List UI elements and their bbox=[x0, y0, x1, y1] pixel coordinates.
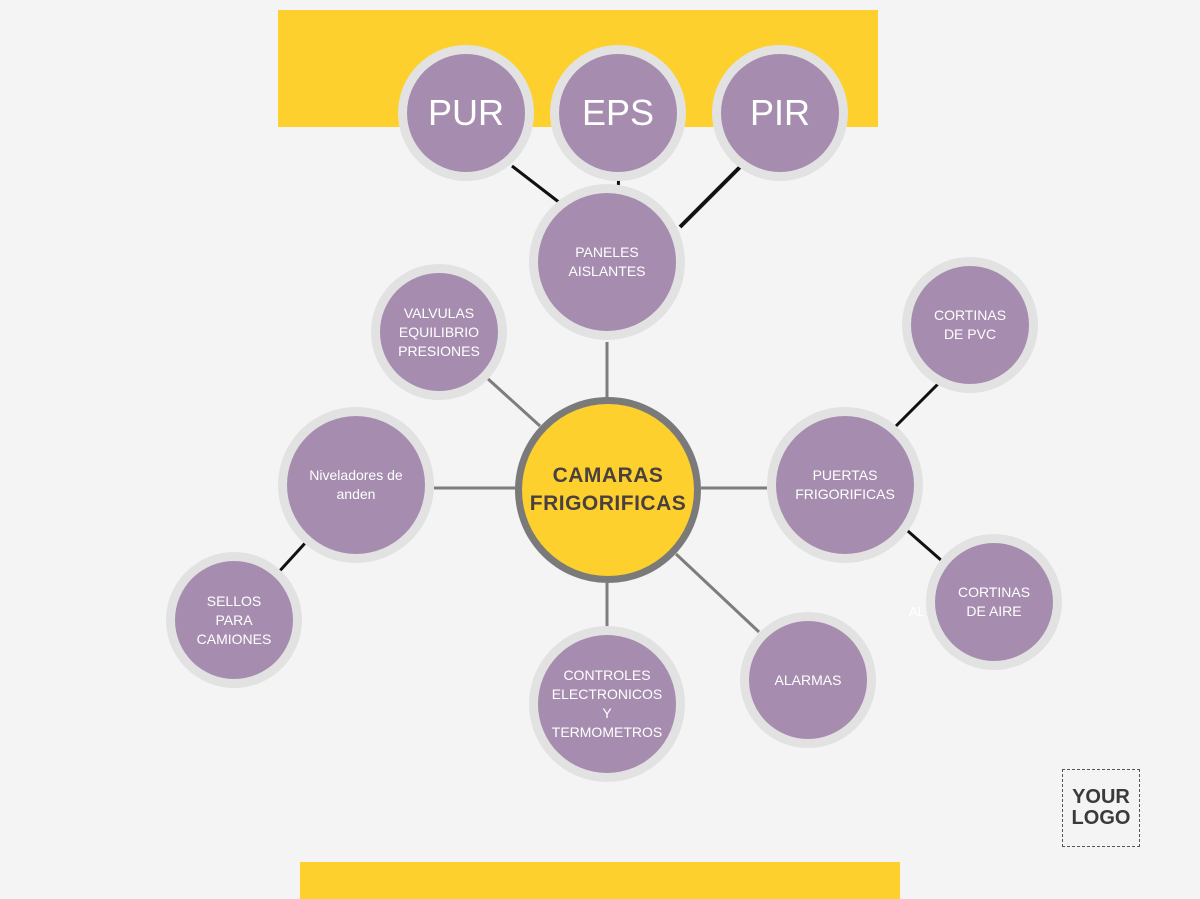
node-cortinas-pvc: CORTINAS DE PVC bbox=[902, 257, 1038, 393]
node-puertas: PUERTAS FRIGORIFICAS bbox=[767, 407, 923, 563]
node-valvulas: VALVULAS EQUILIBRIO PRESIONES bbox=[371, 264, 507, 400]
stray-label: AL bbox=[909, 604, 925, 619]
link-pir-paneles bbox=[678, 163, 744, 229]
center-label: CAMARAS FRIGORIFICAS bbox=[522, 404, 694, 576]
node-paneles-aislantes: PANELES AISLANTES bbox=[529, 184, 685, 340]
node-controles: CONTROLES ELECTRONICOS Y TERMOMETROS bbox=[529, 626, 685, 782]
link-center-alarmas bbox=[674, 552, 761, 634]
bottom-banner bbox=[300, 862, 900, 899]
link-puertas-cortinas-pvc bbox=[894, 378, 944, 428]
link-pur-paneles bbox=[511, 164, 561, 205]
logo-placeholder: YOUR LOGO bbox=[1062, 769, 1140, 847]
node-pir: PIR bbox=[712, 45, 848, 181]
center-node: CAMARAS FRIGORIFICAS bbox=[515, 397, 701, 583]
link-niveladores-sellos bbox=[274, 539, 309, 577]
node-sellos: SELLOS PARA CAMIONES bbox=[166, 552, 302, 688]
node-eps: EPS bbox=[550, 45, 686, 181]
node-pur: PUR bbox=[398, 45, 534, 181]
node-cortinas-aire: CORTINAS DE AIRE bbox=[926, 534, 1062, 670]
node-niveladores: Niveladores de anden bbox=[278, 407, 434, 563]
link-center-valvulas bbox=[485, 376, 542, 428]
node-alarmas: ALARMAS bbox=[740, 612, 876, 748]
